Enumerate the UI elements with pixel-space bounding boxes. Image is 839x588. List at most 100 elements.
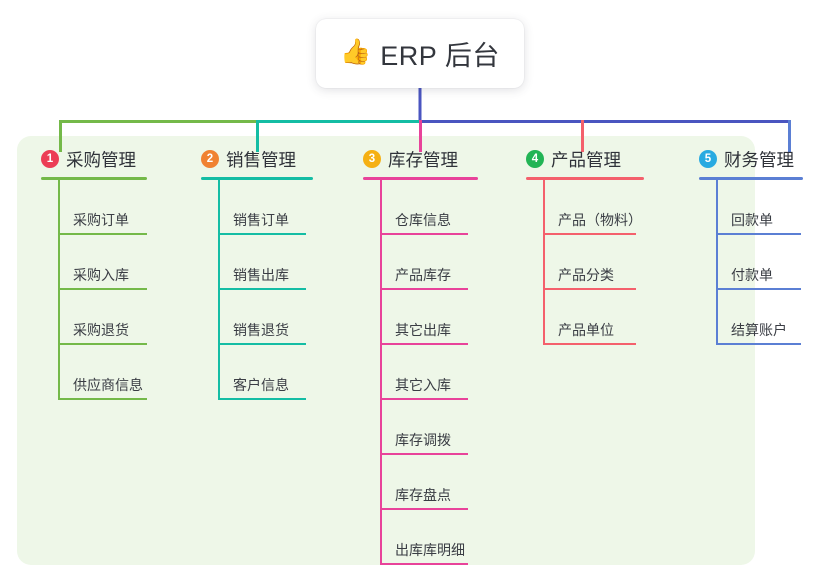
branch-title-4: 产品管理 <box>551 149 621 170</box>
leaf-node-underline <box>716 288 801 290</box>
leaf-node-label: 产品分类 <box>558 267 614 283</box>
leaf-node[interactable]: 出库库明细 <box>380 510 478 565</box>
leaf-node-underline <box>58 343 147 345</box>
leaf-node-underline <box>543 288 636 290</box>
leaf-node[interactable]: 回款单 <box>716 180 803 235</box>
leaf-node[interactable]: 其它入库 <box>380 345 478 400</box>
branch-header-2[interactable]: 2 销售管理 <box>201 146 313 172</box>
leaf-node[interactable]: 产品分类 <box>543 235 644 290</box>
branch-rule-2 <box>201 177 313 180</box>
branch-column-1: 1 采购管理采购订单采购入库采购退货供应商信息 <box>41 146 147 400</box>
leaf-node[interactable]: 销售退货 <box>218 290 313 345</box>
leaf-node[interactable]: 采购订单 <box>58 180 147 235</box>
root-node-erp-backend[interactable]: 👍 ERP 后台 <box>316 19 524 88</box>
leaf-node-label: 销售订单 <box>233 212 289 228</box>
leaf-node-underline <box>716 343 801 345</box>
leaf-node[interactable]: 供应商信息 <box>58 345 147 400</box>
branch-badge-5: 5 <box>699 150 717 168</box>
leaf-node-underline <box>218 288 306 290</box>
leaf-node-underline <box>58 233 147 235</box>
leaf-node-label: 供应商信息 <box>73 377 143 393</box>
leaf-node-underline <box>716 233 801 235</box>
leaf-node-underline <box>380 508 468 510</box>
leaf-node-label: 出库库明细 <box>395 542 465 558</box>
leaf-node[interactable]: 产品单位 <box>543 290 644 345</box>
leaf-node-underline <box>58 398 147 400</box>
leaf-node[interactable]: 采购入库 <box>58 235 147 290</box>
branch-badge-1: 1 <box>41 150 59 168</box>
leaf-node-label: 其它出库 <box>395 322 451 338</box>
leaf-node[interactable]: 仓库信息 <box>380 180 478 235</box>
leaf-node-label: 结算账户 <box>731 322 787 338</box>
leaf-node-label: 销售退货 <box>233 322 289 338</box>
leaf-node-label: 回款单 <box>731 212 773 228</box>
branch-items-5: 回款单付款单结算账户 <box>699 180 803 345</box>
branch-header-4[interactable]: 4 产品管理 <box>526 146 644 172</box>
leaf-node-label: 其它入库 <box>395 377 451 393</box>
leaf-node-label: 产品单位 <box>558 322 614 338</box>
leaf-node-underline <box>543 233 636 235</box>
branch-badge-2: 2 <box>201 150 219 168</box>
leaf-node-label: 仓库信息 <box>395 212 451 228</box>
branch-spine-2 <box>218 180 220 400</box>
branch-column-3: 3 库存管理仓库信息产品库存其它出库其它入库库存调拨库存盘点出库库明细 <box>363 146 478 565</box>
leaf-node-label: 库存盘点 <box>395 487 451 503</box>
leaf-node-label: 产品库存 <box>395 267 451 283</box>
branch-title-2: 销售管理 <box>226 149 296 170</box>
leaf-node-underline <box>218 398 306 400</box>
diagram-panel <box>17 136 755 565</box>
branch-title-1: 采购管理 <box>66 149 136 170</box>
leaf-node-label: 付款单 <box>731 267 773 283</box>
branch-header-5[interactable]: 5 财务管理 <box>699 146 803 172</box>
leaf-node-underline <box>380 233 468 235</box>
leaf-node[interactable]: 结算账户 <box>716 290 803 345</box>
leaf-node[interactable]: 采购退货 <box>58 290 147 345</box>
leaf-node-underline <box>380 563 468 565</box>
branch-column-4: 4 产品管理产品（物料） 产品分类产品单位 <box>526 146 644 345</box>
leaf-node-label: 采购订单 <box>73 212 129 228</box>
leaf-node[interactable]: 客户信息 <box>218 345 313 400</box>
leaf-node-label: 库存调拨 <box>395 432 451 448</box>
leaf-node-underline <box>380 288 468 290</box>
leaf-node[interactable]: 库存调拨 <box>380 400 478 455</box>
thumbs-up-icon: 👍 <box>340 38 372 66</box>
leaf-node-underline <box>58 288 147 290</box>
branch-spine-4 <box>543 180 545 345</box>
leaf-node[interactable]: 销售出库 <box>218 235 313 290</box>
leaf-node[interactable]: 销售订单 <box>218 180 313 235</box>
leaf-node-underline <box>380 343 468 345</box>
branch-badge-4: 4 <box>526 150 544 168</box>
leaf-node-label: 客户信息 <box>233 377 289 393</box>
branch-items-1: 采购订单采购入库采购退货供应商信息 <box>41 180 147 400</box>
leaf-node[interactable]: 产品（物料） <box>543 180 644 235</box>
branch-items-4: 产品（物料） 产品分类产品单位 <box>526 180 644 345</box>
branch-title-3: 库存管理 <box>388 149 458 170</box>
branch-rule-3 <box>363 177 478 180</box>
leaf-node[interactable]: 付款单 <box>716 235 803 290</box>
branch-rule-4 <box>526 177 644 180</box>
branch-rule-1 <box>41 177 147 180</box>
leaf-node-label: 销售出库 <box>233 267 289 283</box>
branch-badge-3: 3 <box>363 150 381 168</box>
branch-spine-3 <box>380 180 382 565</box>
leaf-node-label: 采购入库 <box>73 267 129 283</box>
leaf-node-label: 采购退货 <box>73 322 129 338</box>
leaf-node-underline <box>380 453 468 455</box>
leaf-node-underline <box>380 398 468 400</box>
branch-rule-5 <box>699 177 803 180</box>
branch-header-1[interactable]: 1 采购管理 <box>41 146 147 172</box>
leaf-node-underline <box>218 233 306 235</box>
leaf-node[interactable]: 库存盘点 <box>380 455 478 510</box>
branch-spine-1 <box>58 180 60 400</box>
leaf-node[interactable]: 其它出库 <box>380 290 478 345</box>
branch-items-2: 销售订单销售出库销售退货客户信息 <box>201 180 313 400</box>
leaf-node-underline <box>218 343 306 345</box>
branch-items-3: 仓库信息产品库存其它出库其它入库库存调拨库存盘点出库库明细 <box>363 180 478 565</box>
branch-header-3[interactable]: 3 库存管理 <box>363 146 478 172</box>
branch-title-5: 财务管理 <box>724 149 794 170</box>
leaf-node-underline <box>543 343 636 345</box>
branch-spine-5 <box>716 180 718 345</box>
leaf-node-label: 产品（物料） <box>558 212 642 228</box>
leaf-node[interactable]: 产品库存 <box>380 235 478 290</box>
